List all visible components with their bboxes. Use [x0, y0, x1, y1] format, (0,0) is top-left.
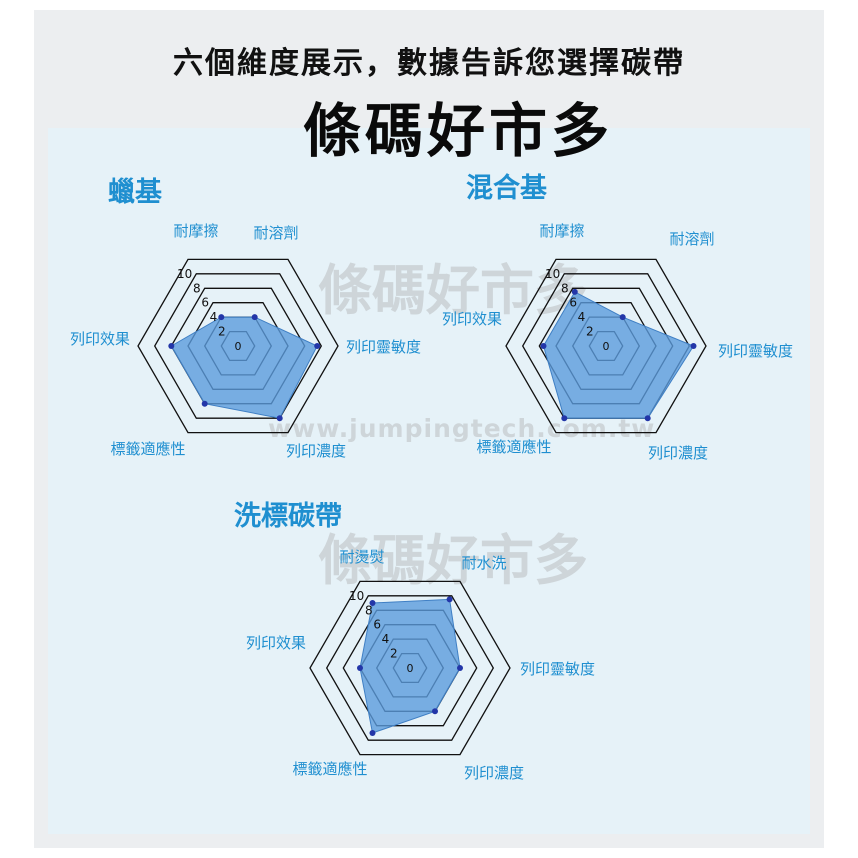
series-area — [170, 316, 318, 419]
data-point-4 — [369, 730, 376, 736]
tick-label-0: 0 — [603, 340, 610, 353]
tick-label-6: 6 — [569, 296, 577, 310]
axis-label-2: 列印靈敏度 — [520, 660, 595, 678]
data-point-4 — [201, 400, 208, 407]
grid-ring-10 — [325, 595, 495, 741]
tick-label-4: 4 — [210, 310, 218, 324]
data-point-4 — [561, 415, 568, 422]
axis-label-3: 列印濃度 — [464, 764, 524, 782]
axis-label-4: 標籤適應性 — [110, 440, 185, 458]
axis-label-3: 列印濃度 — [286, 442, 346, 460]
data-point-0 — [218, 314, 225, 321]
tick-label-2: 2 — [390, 647, 398, 661]
data-point-0 — [369, 600, 376, 606]
headline: 六個維度展示，數據告訴您選擇碳帶 — [173, 46, 685, 81]
data-point-3 — [644, 415, 651, 422]
data-point-5 — [168, 343, 175, 349]
grid-ring-12 — [137, 258, 339, 434]
axis-label-1: 耐溶劑 — [669, 230, 714, 248]
tick-label-2: 2 — [218, 325, 226, 339]
tick-label-6: 6 — [201, 296, 209, 310]
chart-title-wax: 蠟基 — [108, 177, 162, 208]
axis-label-0: 耐摩擦 — [173, 222, 218, 240]
grid-ring-12 — [309, 580, 511, 756]
tick-label-10: 10 — [177, 267, 192, 281]
tick-label-2: 2 — [586, 325, 594, 339]
axis-label-4: 標籤適應性 — [292, 760, 367, 778]
axis-label-0: 耐摩擦 — [539, 222, 584, 240]
tick-label-8: 8 — [365, 603, 373, 617]
axis-label-4: 標籤適應性 — [476, 438, 551, 456]
axis-label-5: 列印效果 — [246, 634, 306, 652]
series-area — [542, 291, 695, 419]
chart-title-wash-label: 洗標碳帶 — [234, 501, 342, 532]
axis-label-1: 耐水洗 — [461, 554, 506, 572]
axis-label-2: 列印靈敏度 — [346, 338, 421, 356]
data-point-2 — [457, 665, 463, 671]
data-point-5 — [357, 665, 363, 671]
tick-label-6: 6 — [373, 618, 381, 632]
axis-label-3: 列印濃度 — [648, 444, 708, 462]
tick-label-4: 4 — [382, 632, 390, 646]
tick-label-4: 4 — [578, 310, 586, 324]
data-point-5 — [540, 343, 547, 349]
axis-label-2: 列印靈敏度 — [718, 342, 793, 360]
axis-label-5: 列印效果 — [442, 310, 502, 328]
tick-label-10: 10 — [349, 589, 364, 603]
tick-label-8: 8 — [561, 281, 569, 295]
axis-label-1: 耐溶劑 — [253, 224, 298, 242]
chart-title-mixed: 混合基 — [466, 173, 547, 204]
tick-label-10: 10 — [545, 267, 560, 281]
data-point-2 — [690, 343, 697, 349]
grid-ring-12 — [505, 258, 707, 434]
data-point-1 — [619, 314, 626, 321]
data-point-1 — [251, 314, 258, 321]
axis-label-5: 列印效果 — [70, 330, 130, 348]
tick-label-8: 8 — [193, 281, 201, 295]
data-point-2 — [314, 343, 321, 349]
data-point-3 — [276, 415, 283, 422]
chart-panel — [48, 128, 810, 834]
data-point-0 — [571, 288, 578, 295]
data-point-1 — [446, 596, 453, 603]
tick-label-0: 0 — [235, 340, 242, 353]
data-point-3 — [432, 708, 438, 715]
axis-label-0: 耐燙熨 — [339, 548, 384, 566]
tick-label-0: 0 — [407, 662, 414, 675]
brand-title: 條碼好市多 — [302, 97, 613, 165]
